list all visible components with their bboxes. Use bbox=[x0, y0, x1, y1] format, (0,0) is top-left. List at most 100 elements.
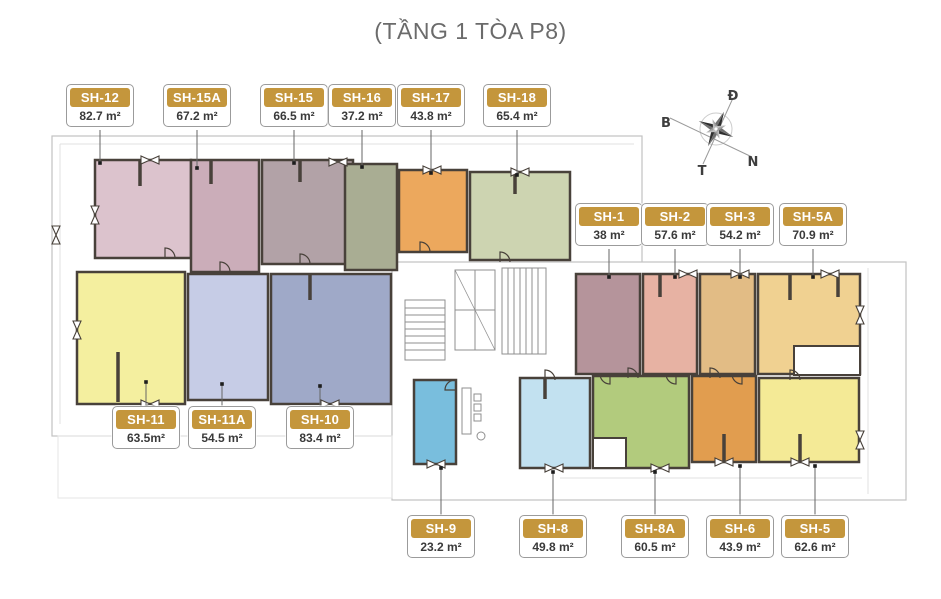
stairwell bbox=[404, 299, 446, 361]
leader-dot-SH-9 bbox=[439, 466, 443, 470]
unit-id-badge: SH-15A bbox=[167, 88, 227, 107]
compass-north: B bbox=[661, 116, 671, 131]
unit-area-label: 49.8 m² bbox=[532, 540, 574, 554]
door-symbol bbox=[544, 369, 556, 381]
unit-label-SH-9: SH-9 23.2 m² bbox=[407, 515, 475, 558]
unit-area-label: 83.4 m² bbox=[299, 431, 341, 445]
window-symbol bbox=[820, 269, 840, 279]
unit-area-label: 43.8 m² bbox=[410, 109, 452, 123]
unit-id-badge: SH-2 bbox=[645, 207, 705, 226]
unit-id-badge: SH-15 bbox=[264, 88, 324, 107]
leader-dot-SH-8 bbox=[551, 470, 555, 474]
leader-dot-SH-10 bbox=[318, 384, 322, 388]
leader-dot-SH-5A bbox=[811, 275, 815, 279]
unit-label-SH-17: SH-17 43.8 m² bbox=[397, 84, 465, 127]
unit-area-label: 82.7 m² bbox=[79, 109, 121, 123]
compass-west: T bbox=[698, 164, 707, 179]
window-symbol bbox=[678, 269, 698, 279]
unit-id-badge: SH-18 bbox=[487, 88, 547, 107]
room-SH-12 bbox=[93, 158, 193, 260]
door-symbol bbox=[599, 373, 611, 385]
room-SH-11 bbox=[75, 270, 187, 406]
room-SH-9 bbox=[412, 378, 458, 466]
unit-id-badge: SH-11A bbox=[192, 410, 252, 429]
unit-label-SH-10: SH-10 83.4 m² bbox=[286, 406, 354, 449]
door-symbol bbox=[164, 247, 176, 259]
unit-id-badge: SH-10 bbox=[290, 410, 350, 429]
stairwell bbox=[501, 267, 547, 355]
unit-id-badge: SH-17 bbox=[401, 88, 461, 107]
unit-label-SH-8A: SH-8A 60.5 m² bbox=[621, 515, 689, 558]
room-SH-16 bbox=[343, 162, 399, 272]
window-symbol bbox=[72, 320, 82, 340]
window-symbol bbox=[650, 463, 670, 473]
door-symbol bbox=[299, 253, 311, 265]
unit-area-label: 38 m² bbox=[593, 228, 625, 242]
leader-dot-SH-8A bbox=[653, 470, 657, 474]
door-symbol bbox=[627, 367, 639, 379]
unit-area-label: 43.9 m² bbox=[719, 540, 761, 554]
unit-id-badge: SH-9 bbox=[411, 519, 471, 538]
unit-label-SH-5A: SH-5A 70.9 m² bbox=[779, 203, 847, 246]
room-SH-18 bbox=[468, 170, 572, 262]
unit-label-SH-12: SH-12 82.7 m² bbox=[66, 84, 134, 127]
compass-east: Đ bbox=[728, 89, 739, 104]
window-symbol bbox=[422, 165, 442, 175]
window-symbol bbox=[790, 457, 810, 467]
unit-area-label: 62.6 m² bbox=[794, 540, 836, 554]
room-SH-11A bbox=[186, 272, 270, 402]
room-SH-17 bbox=[397, 168, 469, 254]
room-SH-5A-notch bbox=[793, 345, 861, 376]
leader-dot-SH-11 bbox=[144, 380, 148, 384]
leader-dot-SH-16 bbox=[360, 165, 364, 169]
unit-area-label: 63.5m² bbox=[126, 431, 166, 445]
window-symbol bbox=[140, 155, 160, 165]
unit-label-SH-15A: SH-15A 67.2 m² bbox=[163, 84, 231, 127]
door-symbol bbox=[444, 379, 456, 391]
unit-id-badge: SH-6 bbox=[710, 519, 770, 538]
door-symbol bbox=[709, 367, 721, 379]
window-symbol bbox=[855, 430, 865, 450]
unit-area-label: 57.6 m² bbox=[654, 228, 696, 242]
unit-id-badge: SH-8A bbox=[625, 519, 685, 538]
leader-dot-SH-17 bbox=[429, 171, 433, 175]
window-symbol bbox=[714, 457, 734, 467]
room-SH-8A-notch bbox=[592, 437, 627, 469]
leader-dot-SH-15A bbox=[195, 166, 199, 170]
door-symbol bbox=[789, 369, 801, 381]
unit-id-badge: SH-16 bbox=[332, 88, 392, 107]
window-symbol bbox=[328, 157, 348, 167]
room-SH-8 bbox=[518, 376, 592, 470]
unit-label-SH-1: SH-1 38 m² bbox=[575, 203, 643, 246]
unit-area-label: 54.5 m² bbox=[201, 431, 243, 445]
leader-dot-SH-6 bbox=[738, 464, 742, 468]
unit-label-SH-5: SH-5 62.6 m² bbox=[781, 515, 849, 558]
leader-dot-SH-3 bbox=[738, 275, 742, 279]
room-SH-5 bbox=[757, 376, 861, 464]
unit-label-SH-2: SH-2 57.6 m² bbox=[641, 203, 709, 246]
unit-id-badge: SH-5 bbox=[785, 519, 845, 538]
leader-dot-SH-11A bbox=[220, 382, 224, 386]
unit-label-SH-15: SH-15 66.5 m² bbox=[260, 84, 328, 127]
unit-id-badge: SH-8 bbox=[523, 519, 583, 538]
leader-dot-SH-1 bbox=[607, 275, 611, 279]
unit-label-SH-8: SH-8 49.8 m² bbox=[519, 515, 587, 558]
unit-label-SH-6: SH-6 43.9 m² bbox=[706, 515, 774, 558]
door-symbol bbox=[665, 373, 677, 385]
window-symbol bbox=[51, 225, 61, 245]
leader-dot-SH-15 bbox=[292, 161, 296, 165]
door-symbol bbox=[419, 241, 431, 253]
room-SH-2 bbox=[641, 272, 699, 376]
unit-area-label: 23.2 m² bbox=[420, 540, 462, 554]
window-symbol bbox=[90, 205, 100, 225]
unit-area-label: 60.5 m² bbox=[634, 540, 676, 554]
unit-area-label: 70.9 m² bbox=[792, 228, 834, 242]
leader-dot-SH-18 bbox=[515, 173, 519, 177]
room-SH-3 bbox=[698, 272, 757, 376]
room-SH-15A bbox=[189, 158, 261, 274]
unit-id-badge: SH-12 bbox=[70, 88, 130, 107]
leader-dot-SH-2 bbox=[673, 275, 677, 279]
compass-rose bbox=[669, 97, 753, 165]
